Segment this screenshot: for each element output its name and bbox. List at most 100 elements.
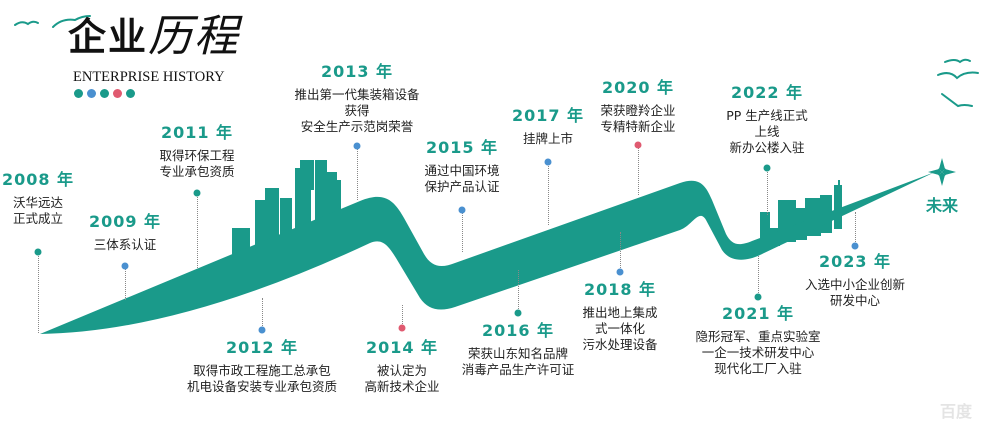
milestone-dot <box>353 142 361 150</box>
connector-line <box>518 270 519 313</box>
birds-icon <box>14 15 979 108</box>
milestone-text: 专业承包资质 <box>159 164 235 179</box>
milestone-2009: 2009 年三体系认证 <box>89 212 161 253</box>
milestone-text: PP 生产线正式 <box>726 108 808 123</box>
milestone-year: 2020 年 <box>601 78 675 97</box>
connector-line <box>462 210 463 252</box>
milestone-year: 2008 年 <box>1 170 75 189</box>
milestone-text: 推出第一代集装箱设备 <box>294 87 420 102</box>
milestone-text: 推出地上集成 <box>582 305 658 320</box>
milestone-text: 取得环保工程 <box>159 148 235 163</box>
milestone-text: 污水处理设备 <box>582 337 658 352</box>
connector-line <box>620 232 621 272</box>
milestone-text: 现代化工厂入驻 <box>714 361 802 376</box>
decorative-dot <box>87 89 96 98</box>
connector-line <box>197 193 198 268</box>
milestone-2014: 2014 年被认定为高新技术企业 <box>364 338 439 395</box>
milestone-2008: 2008 年沃华远达正式成立 <box>2 170 74 227</box>
connector-line <box>855 212 856 246</box>
title-script: 历程 <box>148 11 241 62</box>
milestone-dot <box>634 141 642 149</box>
milestone-year: 2011 年 <box>160 123 234 142</box>
decorative-dot <box>74 89 83 98</box>
connector-line <box>125 266 126 300</box>
milestone-2011: 2011 年取得环保工程专业承包资质 <box>159 123 234 180</box>
milestone-2022: 2022 年 PP 生产线正式上线新办公楼入驻 <box>726 83 808 156</box>
milestone-year: 2016 年 <box>481 321 555 340</box>
milestone-text: 三体系认证 <box>93 237 157 252</box>
milestone-year: 2009 年 <box>88 212 162 231</box>
page-subtitle: ENTERPRISE HISTORY <box>73 69 225 85</box>
connector-line <box>357 146 358 200</box>
decorative-dots <box>74 89 135 98</box>
milestone-dot <box>763 164 771 172</box>
milestone-text: 式一体化 <box>594 321 646 336</box>
milestone-2015: 2015 年通过中国环境保护产品认证 <box>424 138 499 195</box>
milestone-2020: 2020 年荣获瞪羚企业专精特新企业 <box>600 78 675 135</box>
milestone-year: 2023 年 <box>818 252 892 271</box>
connector-line <box>262 298 263 330</box>
milestone-text: 上线 <box>754 124 780 139</box>
decorative-dot <box>113 89 122 98</box>
milestone-dot <box>193 189 201 197</box>
connector-line <box>38 252 39 333</box>
milestone-year: 2014 年 <box>365 338 439 357</box>
compass-icon <box>928 158 956 186</box>
milestone-dot <box>398 324 406 332</box>
milestone-2017: 2017 年挂牌上市 <box>512 106 584 147</box>
milestone-year: 2012 年 <box>225 338 299 357</box>
milestone-2023: 2023 年入选中小企业创新研发中心 <box>805 252 905 309</box>
milestone-2012: 2012 年取得市政工程施工总承包机电设备安装专业承包资质 <box>187 338 337 395</box>
milestone-dot <box>514 309 522 317</box>
milestone-dot <box>544 158 552 166</box>
milestone-text: 被认定为 <box>376 363 428 378</box>
milestone-year: 2022 年 <box>730 83 804 102</box>
milestone-text: 荣获瞪羚企业 <box>600 103 676 118</box>
milestone-text: 入选中小企业创新 <box>804 277 906 292</box>
milestone-text: 挂牌上市 <box>522 131 574 146</box>
connector-line <box>767 168 768 215</box>
milestone-text: 取得市政工程施工总承包 <box>193 363 331 378</box>
milestone-text: 获得 <box>344 103 370 118</box>
milestone-2018: 2018 年推出地上集成式一体化污水处理设备 <box>582 280 657 353</box>
decorative-dot <box>126 89 135 98</box>
milestone-dot <box>458 206 466 214</box>
milestone-text: 保护产品认证 <box>424 179 500 194</box>
milestone-text: 隐形冠军、重点实验室 <box>695 329 821 344</box>
connector-line <box>548 162 549 225</box>
future-label: 未来 <box>925 196 959 215</box>
milestone-dot <box>616 268 624 276</box>
milestone-text: 机电设备安装专业承包资质 <box>186 379 338 394</box>
milestone-dot <box>258 326 266 334</box>
milestone-text: 消毒产品生产许可证 <box>461 362 575 377</box>
milestone-text: 一企一技术研发中心 <box>701 345 815 360</box>
milestone-2016: 2016 年荣获山东知名品牌消毒产品生产许可证 <box>462 321 575 378</box>
connector-line <box>638 145 639 195</box>
milestone-text: 沃华远达 <box>12 195 64 210</box>
milestone-text: 安全生产示范岗荣誉 <box>300 119 414 134</box>
milestone-year: 2017 年 <box>511 106 585 125</box>
milestone-dot <box>34 248 42 256</box>
milestone-year: 2018 年 <box>583 280 657 299</box>
milestone-year: 2013 年 <box>320 62 394 81</box>
milestone-2021: 2021 年隐形冠军、重点实验室一企一技术研发中心现代化工厂入驻 <box>695 304 820 377</box>
milestone-text: 新办公楼入驻 <box>729 140 805 155</box>
milestone-text: 高新技术企业 <box>364 379 440 394</box>
title-plain: 企业 <box>68 14 149 59</box>
connector-line <box>402 305 403 328</box>
timeline-path <box>40 172 935 334</box>
milestone-year: 2021 年 <box>721 304 795 323</box>
connector-line <box>758 256 759 297</box>
milestone-year: 2015 年 <box>425 138 499 157</box>
milestone-dot <box>121 262 129 270</box>
milestone-dot <box>851 242 859 250</box>
milestone-text: 正式成立 <box>12 211 64 226</box>
watermark: 百度 <box>940 402 973 421</box>
milestone-text: 研发中心 <box>829 293 881 308</box>
milestone-dot <box>754 293 762 301</box>
milestone-text: 通过中国环境 <box>424 163 500 178</box>
page-title: 企业历程 <box>68 12 240 62</box>
milestone-text: 荣获山东知名品牌 <box>467 346 569 361</box>
